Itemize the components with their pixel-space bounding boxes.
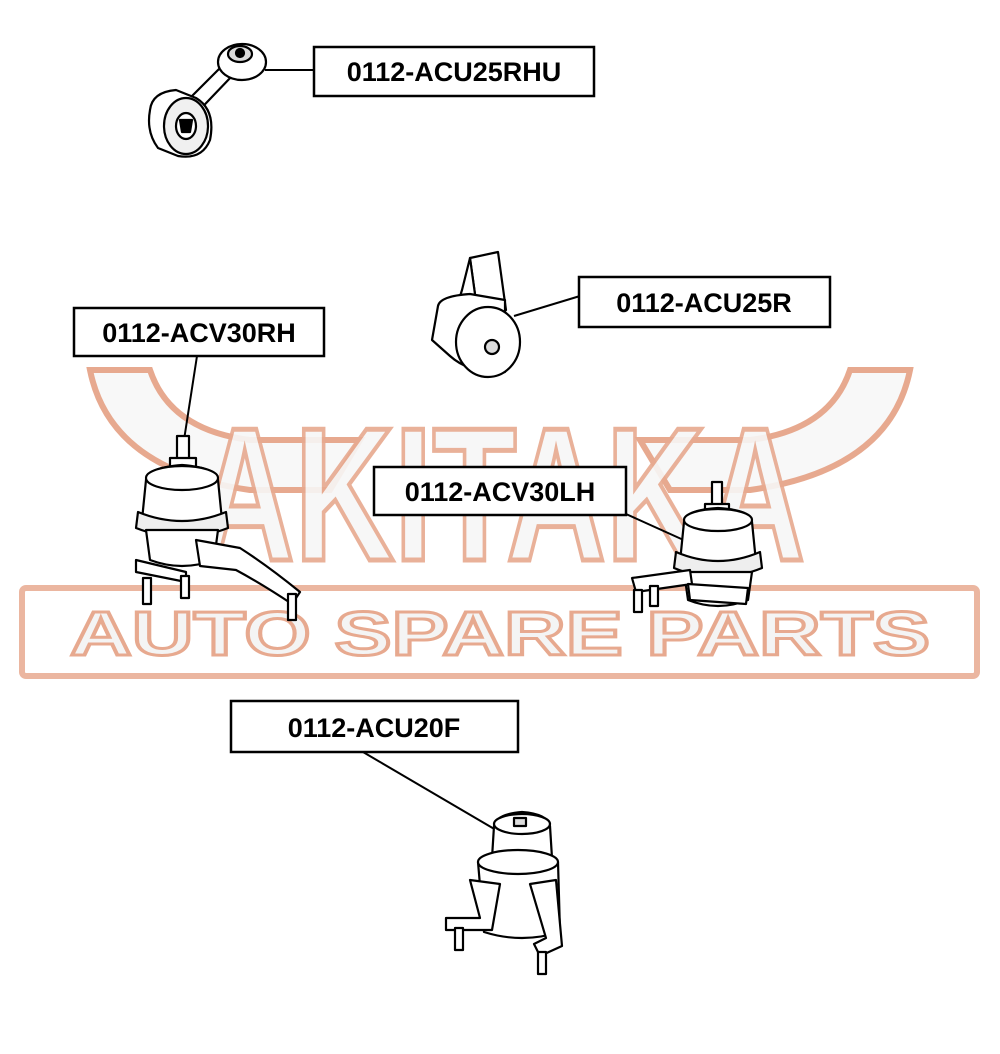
svg-text:0112-ACU25R: 0112-ACU25R	[616, 288, 792, 318]
part-label-acu20f: 0112-ACU20F	[229, 699, 520, 754]
torque-rod-mount-icon	[147, 42, 268, 158]
rear-engine-mount-icon	[430, 250, 522, 379]
right-hydraulic-engine-mount-icon	[134, 434, 302, 622]
part-label-acu25rhu: 0112-ACU25RHU	[312, 45, 596, 98]
leader-line-acu25r	[513, 295, 581, 317]
part-label-acv30lh: 0112-ACV30LH	[372, 465, 628, 517]
part-label-acu25r: 0112-ACU25R	[577, 275, 832, 329]
watermark-tagline-band	[19, 585, 980, 679]
watermark-tagline: AUTO SPARE PARTS	[70, 600, 930, 669]
svg-text:0112-ACV30RH: 0112-ACV30RH	[102, 318, 296, 348]
part-label-acv30rh: 0112-ACV30RH	[72, 306, 326, 358]
leader-line-acv30rh	[183, 355, 198, 441]
front-engine-mount-icon	[444, 810, 564, 976]
svg-text:0112-ACU20F: 0112-ACU20F	[288, 713, 461, 743]
left-hydraulic-engine-mount-icon	[630, 480, 764, 614]
leader-line-acu20f	[362, 751, 497, 831]
watermark-wing-shape	[86, 367, 914, 493]
svg-text:0112-ACV30LH: 0112-ACV30LH	[405, 477, 596, 507]
svg-text:0112-ACU25RHU: 0112-ACU25RHU	[347, 57, 562, 87]
leader-line-acv30lh	[625, 513, 689, 543]
